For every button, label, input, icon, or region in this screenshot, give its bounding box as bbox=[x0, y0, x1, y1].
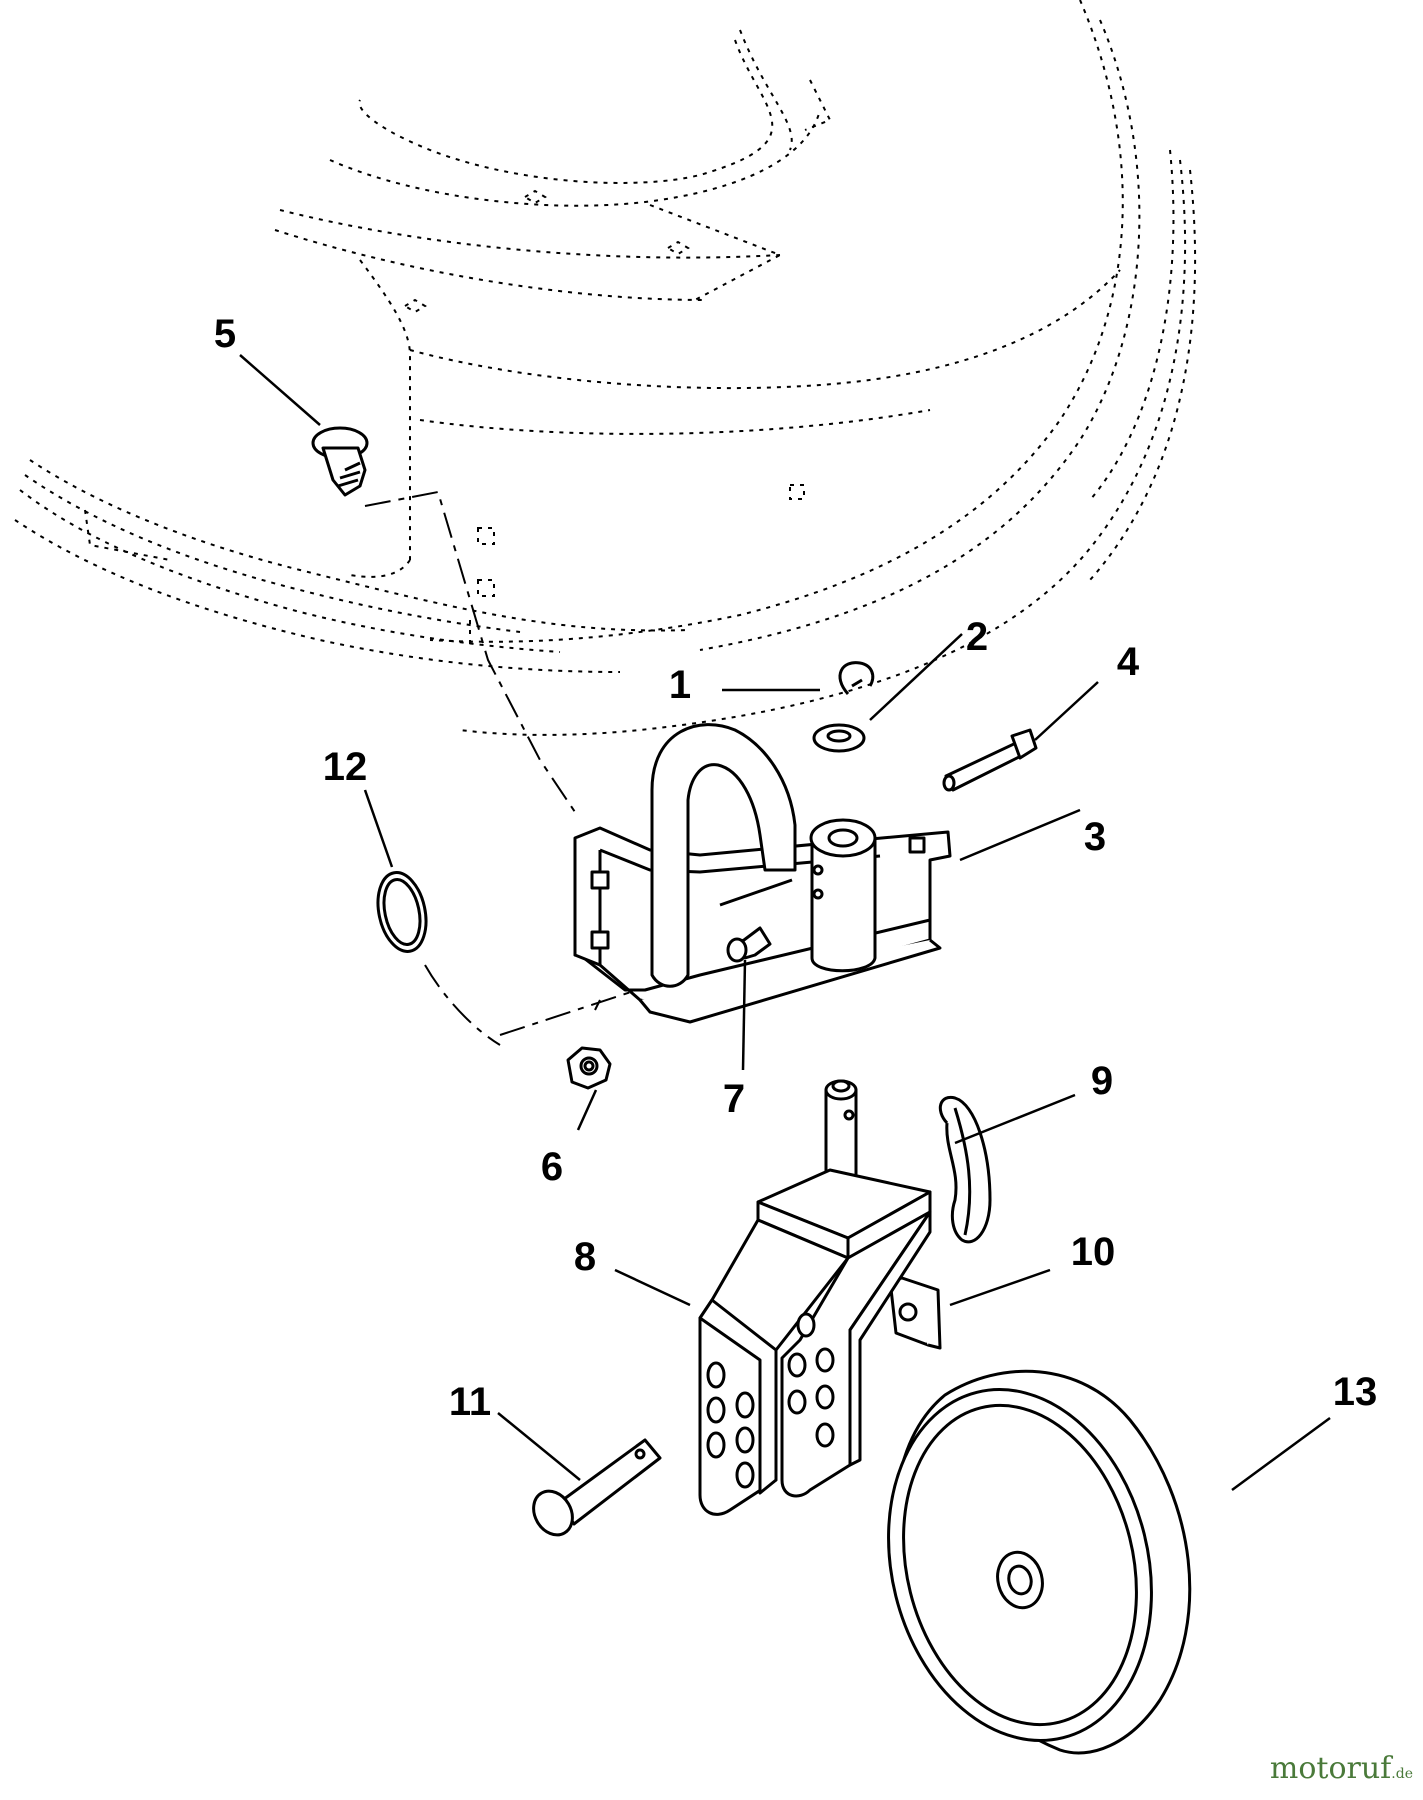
carriage-bolt-part bbox=[311, 426, 369, 497]
hairpin-cotter-part bbox=[938, 1095, 992, 1244]
washer-part bbox=[812, 723, 866, 753]
grease-fitting-part bbox=[726, 926, 772, 963]
callout-labels: 1 2 3 4 5 6 7 8 9 10 11 12 13 bbox=[214, 312, 1377, 1424]
callout-11: 11 bbox=[449, 1380, 491, 1424]
callout-13: 13 bbox=[1333, 1370, 1378, 1414]
callout-6: 6 bbox=[541, 1145, 563, 1189]
callout-12: 12 bbox=[323, 745, 368, 789]
callout-9: 9 bbox=[1091, 1059, 1113, 1103]
pin-part bbox=[942, 728, 1038, 792]
callout-5: 5 bbox=[214, 312, 236, 356]
ring-part bbox=[376, 871, 428, 953]
watermark-suffix: .de bbox=[1391, 1766, 1413, 1782]
spring-clip-part bbox=[888, 1276, 942, 1350]
fork-adjust-holes-right bbox=[787, 1312, 835, 1448]
watermark-text: motoruf bbox=[1269, 1751, 1392, 1786]
fork-adjust-holes-left bbox=[706, 1361, 755, 1489]
callout-2: 2 bbox=[966, 615, 988, 659]
caster-bracket-part bbox=[573, 723, 952, 1024]
caster-fork-part bbox=[698, 1079, 932, 1516]
callout-8: 8 bbox=[574, 1235, 596, 1279]
callout-7: 7 bbox=[723, 1077, 745, 1121]
deck-mounting-holes bbox=[403, 189, 805, 597]
hex-nut-part bbox=[566, 1046, 612, 1090]
site-watermark: motoruf.de bbox=[1270, 1751, 1413, 1786]
callout-3: 3 bbox=[1084, 815, 1106, 859]
mower-deck-outline bbox=[14, 0, 1197, 736]
wheel-part bbox=[887, 1369, 1192, 1755]
leader-lines bbox=[239, 354, 1331, 1492]
callout-1: 1 bbox=[669, 663, 691, 707]
e-clip-part bbox=[838, 661, 875, 695]
callout-4: 4 bbox=[1117, 640, 1140, 684]
callout-10: 10 bbox=[1071, 1230, 1116, 1274]
clevis-pin-part bbox=[532, 1438, 662, 1537]
